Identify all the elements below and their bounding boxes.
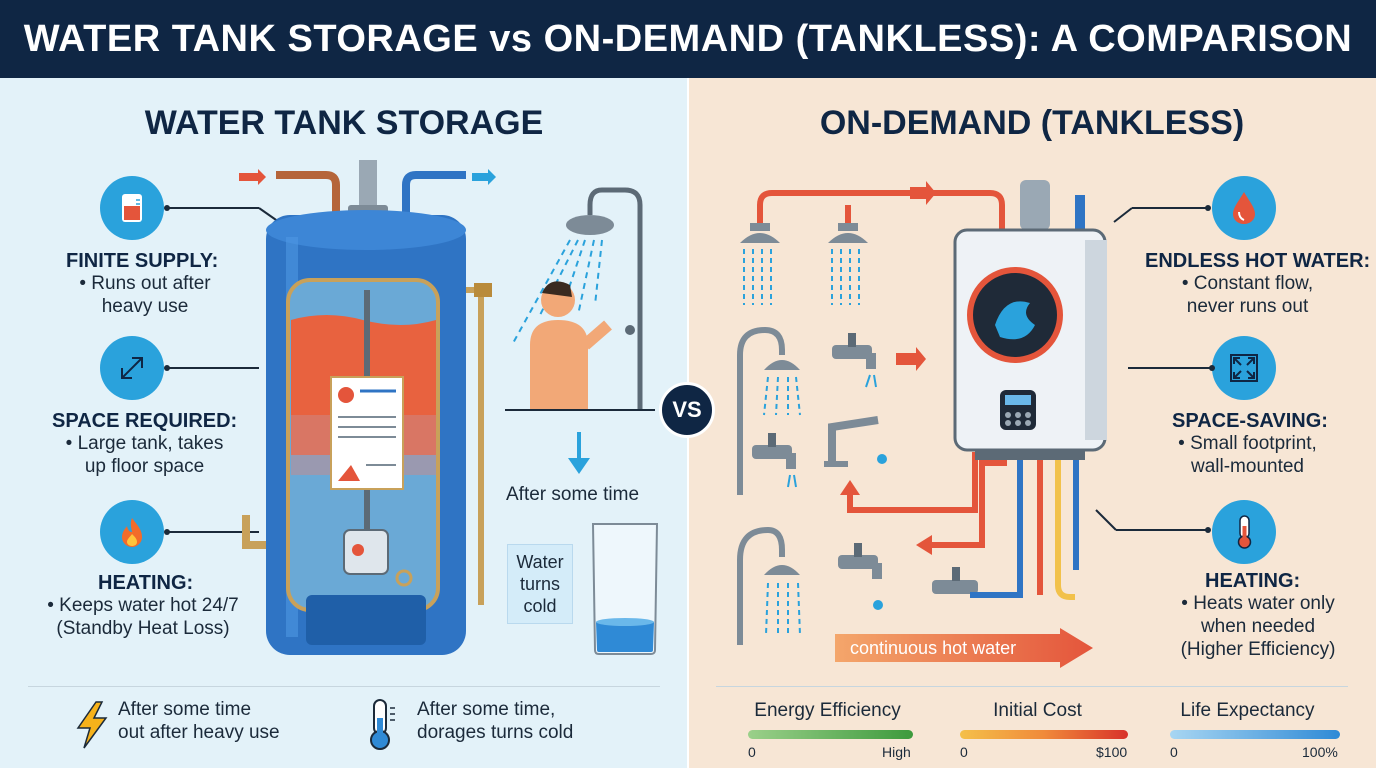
page-title: WATER TANK STORAGE vs ON-DEMAND (TANKLES…	[23, 17, 1353, 60]
connector-line	[164, 365, 259, 371]
shower-illustration	[505, 187, 655, 411]
life-expectancy-min: 0	[1170, 744, 1178, 760]
bottom-divider	[716, 686, 1348, 687]
initial-cost-min: 0	[960, 744, 968, 760]
energy-efficiency-meter	[748, 730, 913, 739]
continuous-flow-arrow	[835, 628, 1093, 668]
expand-arrows-icon	[1212, 336, 1276, 400]
resize-diagonal-icon	[100, 336, 164, 400]
connector-line	[1128, 365, 1215, 371]
initial-cost-label: Initial Cost	[993, 700, 1082, 721]
life-expectancy-max: 100%	[1302, 744, 1338, 760]
thermometer-icon	[370, 699, 395, 750]
water-turns-cold-label: Water turns cold	[507, 544, 573, 624]
life-expectancy-meter	[1170, 730, 1340, 739]
initial-cost-meter	[960, 730, 1128, 739]
after-some-time-label: After some time	[506, 484, 640, 505]
tank-storage-title: WATER TANK STORAGE	[144, 104, 544, 142]
down-arrow-icon	[568, 432, 590, 474]
heating-right-title: HEATING:	[1205, 570, 1301, 592]
continuous-hot-water-label: continuous hot water	[850, 638, 1017, 658]
thermometer-icon	[1212, 500, 1276, 564]
space-saving-text: • Small footprint, wall-mounted	[1178, 433, 1317, 477]
page-header: WATER TANK STORAGE vs ON-DEMAND (TANKLES…	[0, 0, 1376, 78]
bottom-note-1: After some time out after heavy use	[118, 699, 280, 743]
connector-line	[1095, 509, 1211, 533]
tankless-title: ON-DEMAND (TANKLESS)	[819, 104, 1245, 142]
heating-title: HEATING:	[98, 572, 194, 594]
water-drop-icon	[1212, 176, 1276, 240]
finite-supply-title: FINITE SUPPLY:	[66, 250, 219, 272]
energy-efficiency-label: Energy Efficiency	[754, 700, 901, 721]
energy-efficiency-max: High	[882, 744, 911, 760]
connector-line	[164, 205, 280, 223]
energy-efficiency-min: 0	[748, 744, 756, 760]
space-saving-title: SPACE-SAVING:	[1172, 410, 1328, 432]
glass-icon	[591, 523, 659, 655]
space-required-title: SPACE REQUIRED:	[52, 410, 238, 432]
lightning-icon	[76, 701, 108, 749]
flame-icon	[100, 500, 164, 564]
life-expectancy-label: Life Expectancy	[1180, 700, 1315, 721]
tankless-heater-unit	[953, 180, 1107, 460]
bottom-divider	[28, 686, 660, 687]
heating-text: • Keeps water hot 24/7 (Standby Heat Los…	[47, 595, 239, 639]
connector-line	[1113, 205, 1211, 223]
initial-cost-max: $100	[1096, 744, 1128, 760]
endless-hot-water-text: • Constant flow, never runs out	[1181, 273, 1314, 317]
finite-supply-text: • Runs out after heavy use	[79, 273, 211, 317]
vs-badge: VS	[659, 382, 715, 438]
cylinder-icon	[100, 176, 164, 240]
endless-hot-water-title: ENDLESS HOT WATER:	[1145, 250, 1371, 272]
water-tank-illustration	[239, 160, 496, 655]
tankless-plumbing-illustration	[737, 181, 1079, 645]
space-required-text: • Large tank, takes up floor space	[65, 433, 224, 477]
bottom-note-2: After some time, dorages turns cold	[417, 699, 574, 743]
heating-right-text: • Heats water only when needed (Higher E…	[1180, 593, 1336, 660]
